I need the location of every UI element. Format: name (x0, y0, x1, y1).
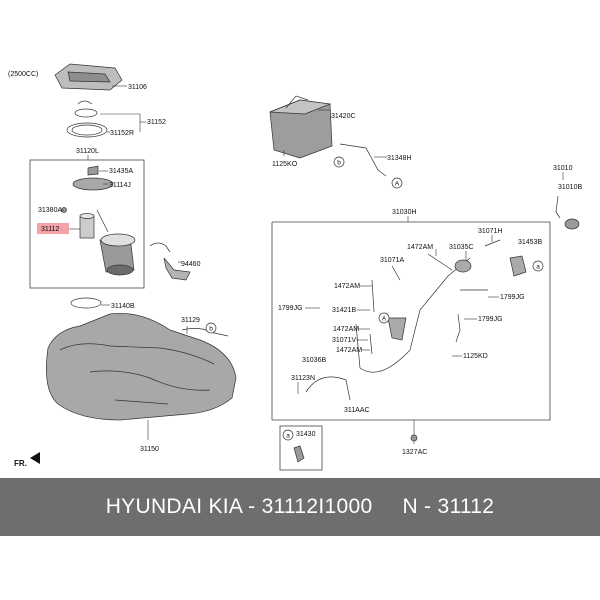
label-31114J: 31114J (109, 182, 131, 189)
label-94460: 94460 (181, 261, 201, 268)
label-31030H: 31030H (392, 209, 417, 216)
clip-box (279, 425, 323, 471)
label-31140B: 31140B (111, 303, 135, 310)
svg-text:b: b (337, 160, 341, 167)
clip-part (293, 445, 305, 463)
label-1327AC: 1327AC (402, 449, 427, 456)
label-1472AM-d: 1472AM (336, 347, 362, 354)
callout-a-2: a (282, 429, 294, 441)
parts-diagram: (2500CC) 31106 31152 31152R 31120L 31435… (8, 63, 582, 471)
filler-neck-assembly (305, 239, 527, 401)
label-31420C: 31420C (331, 113, 356, 120)
label-31129: 31129 (181, 317, 200, 324)
label-31112: 31112 (41, 226, 60, 233)
label-1799JG-a: 1799JG (500, 294, 525, 301)
label-31036B: 31036B (302, 357, 326, 364)
label-31348H: 31348H (387, 155, 412, 162)
pump-module-box (29, 159, 145, 289)
label-31106: 31106 (128, 84, 147, 91)
label-311AAC: 311AAC (344, 407, 370, 414)
svg-text:A: A (382, 316, 387, 323)
label-1799JG-c: 1799JG (478, 316, 503, 323)
svg-text:b: b (209, 326, 213, 333)
label-31010B: 31010B (558, 184, 582, 191)
callout-a-1: a (532, 260, 544, 272)
label-31421B: 31421B (332, 307, 356, 314)
pump-cover-plate (54, 63, 123, 91)
label-31071V: 31071V (332, 337, 356, 344)
label-31430: 31430 (296, 431, 316, 438)
pump-gasket (66, 100, 108, 138)
highlighted-part-31112 (37, 223, 69, 234)
callout-b-2: b (205, 322, 217, 334)
part-number-banner: HYUNDAI KIA - 31112I1000 N - 31112 (0, 478, 600, 536)
filler-cap (555, 195, 580, 230)
label-1472AM-c: 1472AM (333, 326, 359, 333)
label-31120L: 31120L (76, 148, 99, 155)
callout-A-2: A (378, 312, 390, 324)
label-31435A: 31435A (109, 168, 133, 175)
label-1472AM-b: 1472AM (334, 283, 360, 290)
filler-neck-box (271, 221, 551, 421)
front-arrow-icon (30, 452, 40, 464)
label-31152R: 31152R (110, 130, 134, 137)
diagram-number-text: N - 31112 (402, 495, 495, 518)
label-1799JG-b: 1799JG (278, 305, 303, 312)
label-31380A: 31380A (38, 207, 62, 214)
tank-gasket (70, 297, 102, 309)
front-marker: FR. (14, 459, 27, 468)
label-31035C: 31035C (449, 244, 474, 251)
label-31123N: 31123N (291, 375, 315, 382)
label-31010: 31010 (553, 165, 573, 172)
callout-A-1: A (391, 177, 403, 189)
label-31071A: 31071A (380, 257, 404, 264)
pump-module-parts (61, 165, 191, 281)
label-1125KO: 1125KO (272, 161, 298, 168)
label-31453B: 31453B (518, 239, 542, 246)
variant-label: (2500CC) (8, 71, 38, 78)
svg-text:A: A (395, 181, 400, 188)
svg-text:a: a (536, 264, 540, 271)
label-31152: 31152 (147, 119, 166, 126)
label-31071H: 31071H (478, 228, 503, 235)
callout-b-1: b (333, 156, 345, 168)
label-1472AM-a: 1472AM (407, 244, 433, 251)
label-1125KD: 1125KD (463, 353, 488, 360)
fuel-tank (46, 313, 237, 421)
label-31150: 31150 (140, 446, 159, 453)
svg-text:a: a (286, 433, 290, 440)
canister (269, 95, 387, 177)
part-number-text: HYUNDAI KIA - 31112I1000 (105, 495, 373, 518)
